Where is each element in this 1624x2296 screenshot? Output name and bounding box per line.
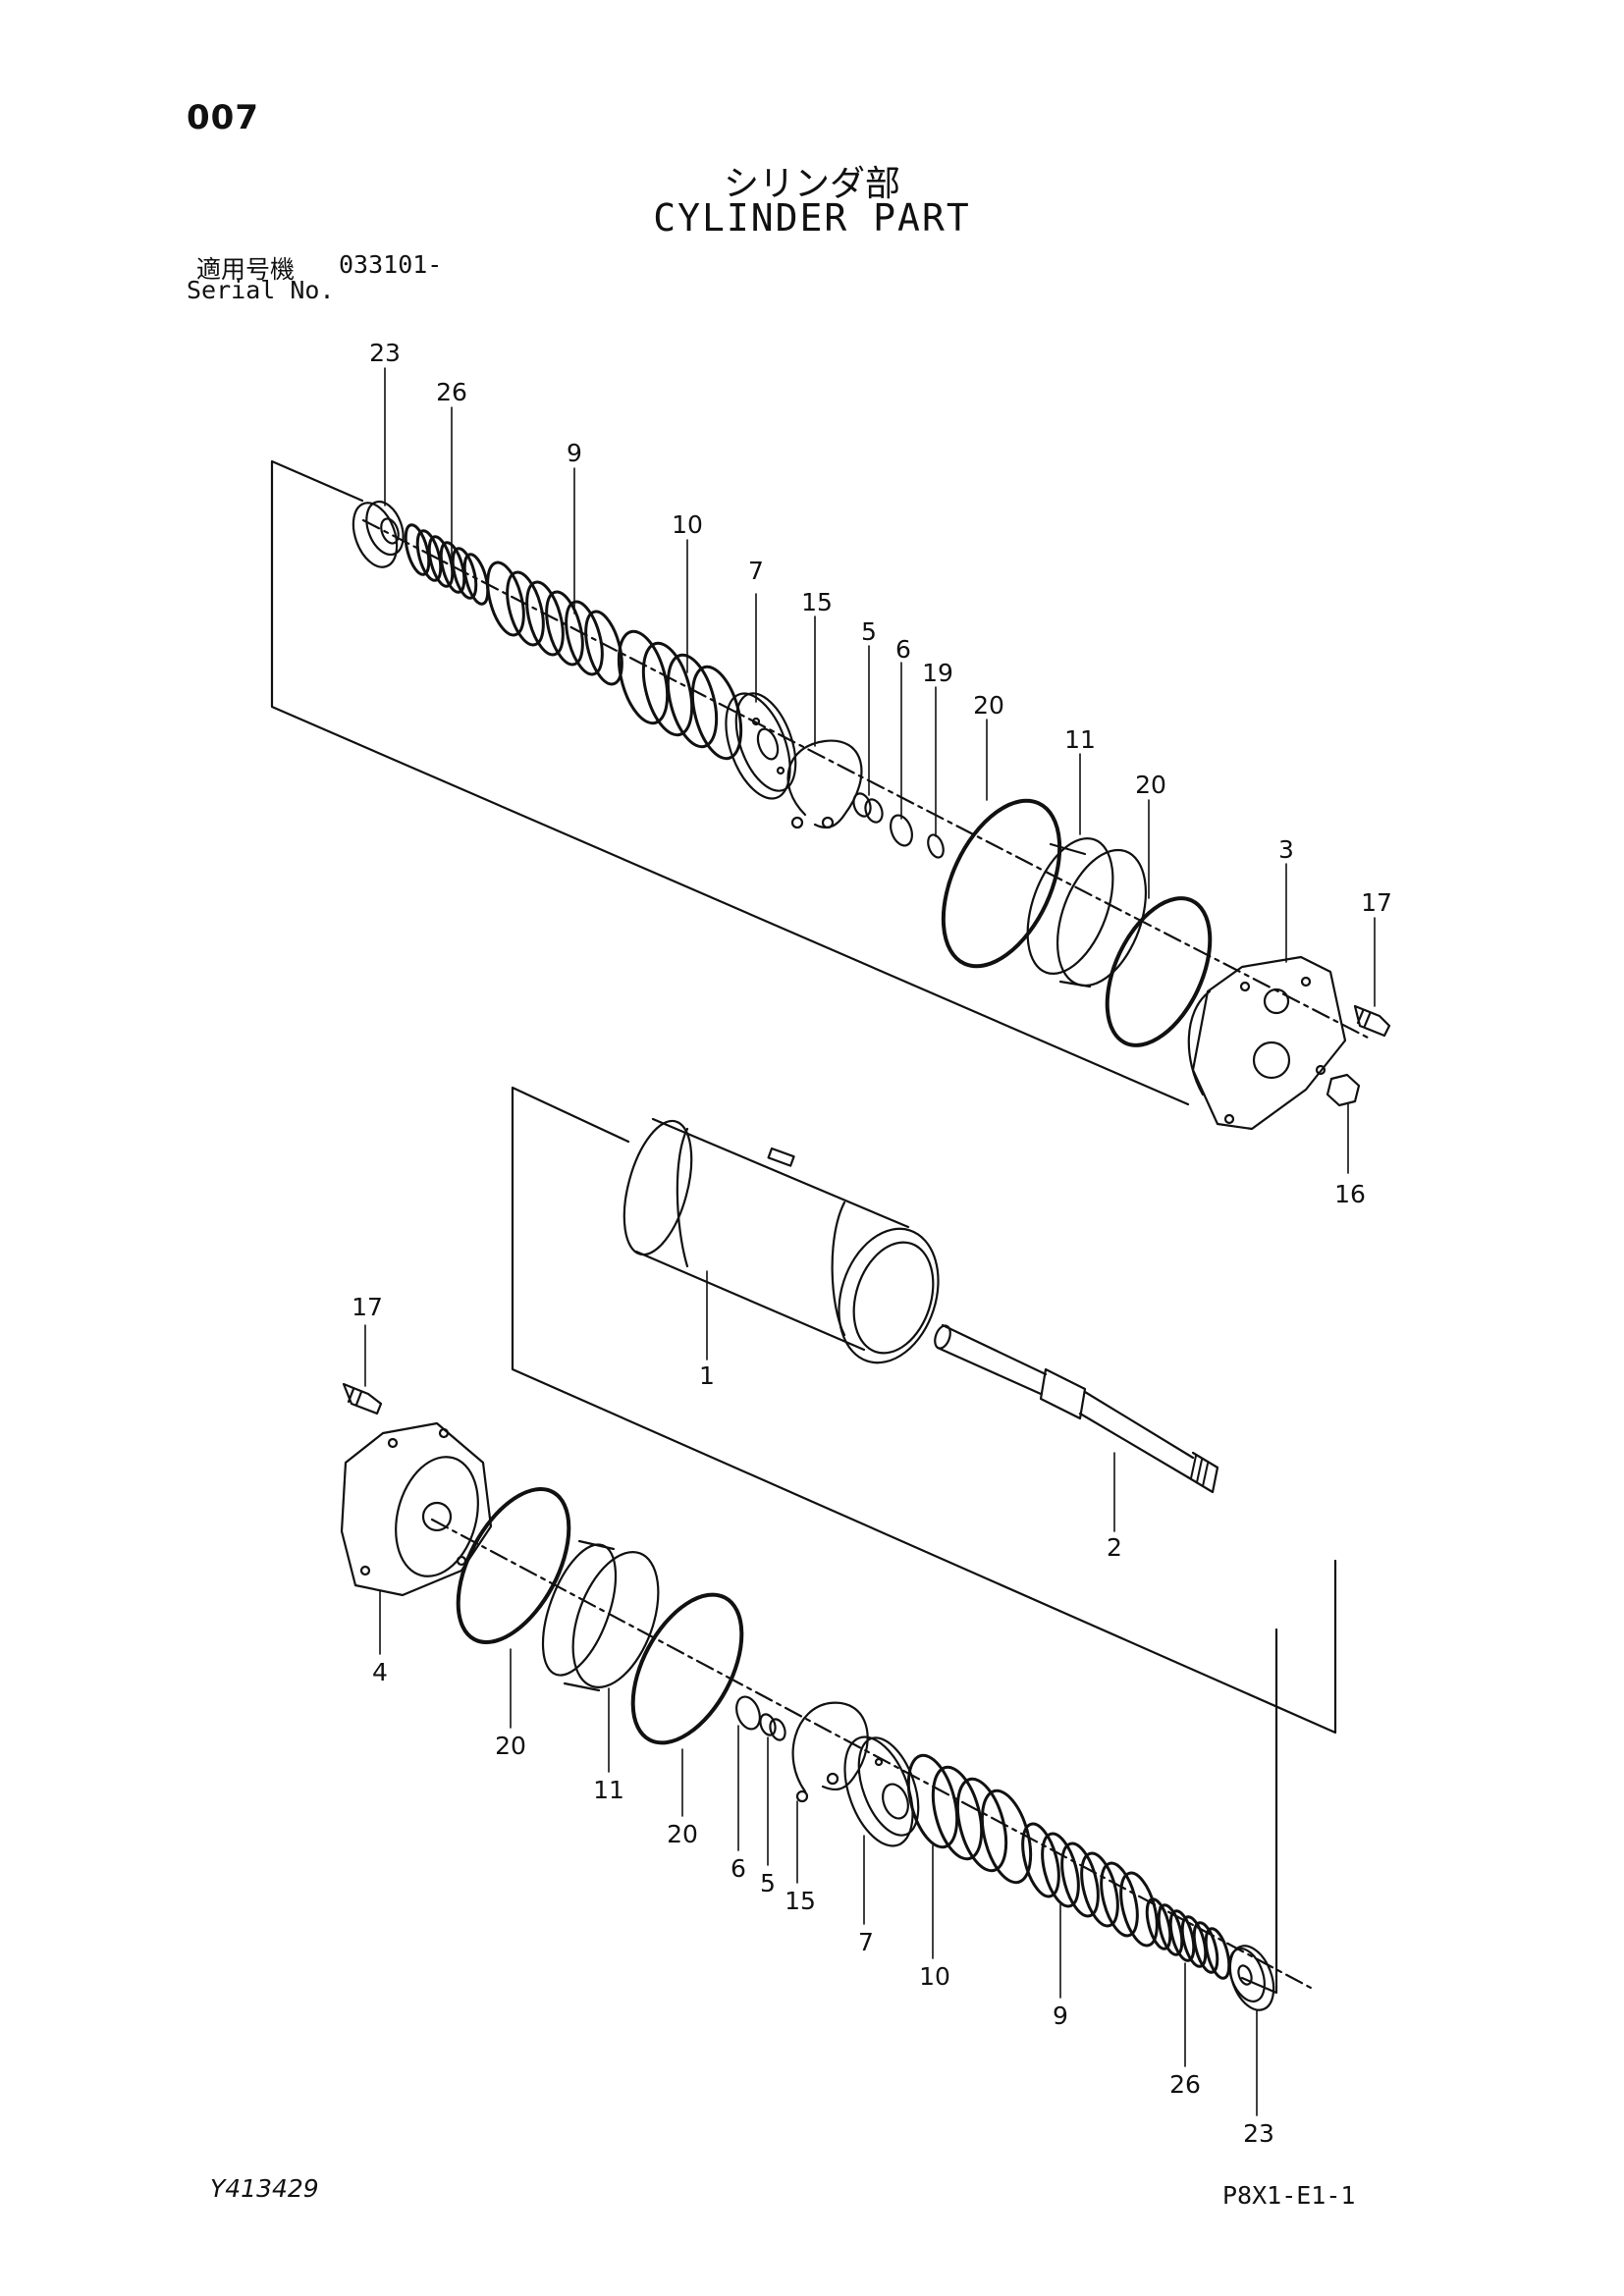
lower-assembly	[340, 1382, 1313, 2011]
spring-seat-23	[352, 500, 405, 568]
middle-group-frame	[511, 1086, 1337, 1735]
page-number: 007	[187, 98, 259, 137]
bushing-5	[852, 792, 884, 824]
callout-label: 7	[858, 1928, 874, 1956]
callout-label: 20	[495, 1732, 526, 1760]
spring-9	[486, 561, 623, 686]
o-ring-20	[630, 1592, 744, 1745]
callout-label: 9	[567, 439, 582, 467]
callout-label: 5	[861, 617, 877, 646]
cover-4	[340, 1421, 493, 1597]
callout-label: 3	[1278, 835, 1294, 864]
snap-ring-15-eye	[821, 816, 835, 829]
spring-10	[906, 1753, 1033, 1885]
callout-label: 4	[372, 1658, 388, 1686]
small-spring-26	[1145, 1897, 1231, 1980]
drawing-code: Y413429	[210, 2174, 319, 2203]
callout-label: 6	[895, 635, 911, 664]
callout-label: 10	[672, 510, 703, 539]
ring-6	[890, 814, 913, 847]
serial-label: Serial No.	[187, 276, 335, 304]
callout-label: 19	[922, 659, 953, 687]
snap-ring-15-eye	[790, 816, 804, 829]
callout-label: 23	[369, 339, 401, 367]
spring-seat-23	[1228, 1945, 1275, 2011]
sleeve-11	[1026, 837, 1148, 988]
serial-label-japanese: 適用号機	[196, 255, 296, 284]
upper-group-frame	[270, 459, 1190, 1106]
snap-ring-15-eye	[795, 1789, 809, 1803]
callout-label: 23	[1243, 2119, 1274, 2148]
sheet-code: P8X1-E1-1	[1222, 2181, 1356, 2210]
callout-label: 6	[731, 1854, 746, 1883]
ring-6	[735, 1695, 761, 1731]
callout-label: 20	[1135, 771, 1166, 799]
callout-label: 26	[436, 378, 467, 406]
callout-label: 15	[801, 588, 833, 616]
callout-label: 26	[1169, 2070, 1201, 2099]
cylinder-1	[623, 1117, 940, 1364]
lower-group-frame	[1240, 1628, 1278, 1995]
upper-center-axis	[361, 518, 1372, 1041]
sleeve-11	[541, 1539, 660, 1692]
callout-labels: 23 26 9 10 7 15 5 6 19 20 11 20 3 17 16 …	[352, 339, 1392, 2148]
spring-9	[1021, 1822, 1159, 1948]
callout-label: 15	[785, 1887, 816, 1915]
plate-7	[725, 692, 797, 800]
callout-label: 17	[352, 1293, 383, 1321]
spring-10	[617, 629, 743, 761]
callout-label: 5	[760, 1869, 776, 1897]
callout-label: 20	[667, 1820, 698, 1848]
callout-label: 11	[593, 1776, 624, 1804]
leader-lines	[364, 367, 1376, 2116]
callout-label: 2	[1107, 1533, 1122, 1562]
cover-3	[1187, 955, 1347, 1131]
bolt-17	[342, 1382, 383, 1415]
o-ring-19	[927, 833, 945, 859]
plate-7	[843, 1735, 920, 1847]
o-ring-20	[456, 1487, 571, 1644]
callout-label: 20	[973, 691, 1004, 720]
callout-label: 11	[1064, 725, 1096, 754]
callout-label: 9	[1053, 2002, 1068, 2030]
lower-center-axis	[430, 1518, 1313, 1990]
upper-assembly	[270, 459, 1391, 1131]
callout-label: 7	[748, 557, 764, 585]
middle-assembly	[511, 1086, 1337, 1735]
callout-label: 1	[699, 1362, 715, 1390]
callout-label: 17	[1361, 888, 1392, 917]
shaft-2	[934, 1323, 1219, 1494]
nut-16	[1326, 1073, 1361, 1107]
snap-ring-15	[791, 1701, 869, 1793]
small-spring-26	[404, 523, 490, 606]
o-ring-20	[941, 798, 1062, 969]
callout-label: 10	[919, 1962, 950, 1991]
page-title: CYLINDER PART	[653, 196, 971, 240]
bolt-17	[1353, 1004, 1391, 1038]
serial-number-value: 033101-	[339, 250, 443, 279]
snap-ring-15-eye	[826, 1772, 839, 1786]
o-ring-20	[1105, 896, 1213, 1047]
snap-ring-15	[786, 739, 863, 829]
callout-label: 16	[1334, 1180, 1366, 1208]
bushing-5	[759, 1713, 786, 1741]
page-title-japanese: シリンダ部	[723, 164, 900, 204]
